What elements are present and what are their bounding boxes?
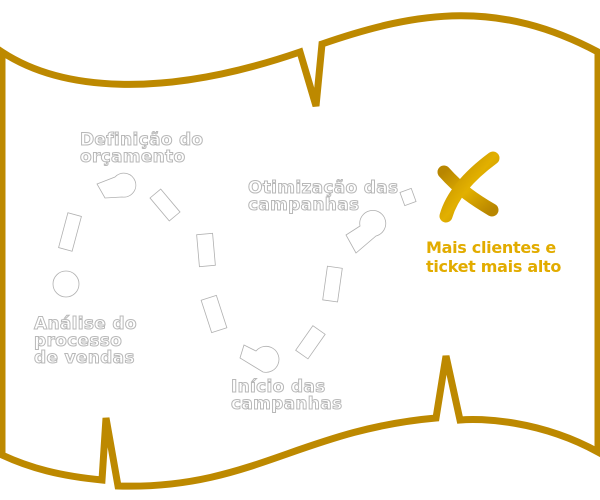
map-border <box>0 12 600 490</box>
svg-text:campanhas: campanhas <box>231 394 342 414</box>
svg-text:campanhas: campanhas <box>248 195 359 215</box>
dashed-route <box>52 172 417 373</box>
svg-text:Início das: Início das <box>231 377 326 397</box>
svg-text:de vendas: de vendas <box>34 348 135 368</box>
waypoint-marker <box>96 172 137 199</box>
svg-text:processo: processo <box>34 331 122 351</box>
step-otimizacao: Otimização das campanhas <box>248 178 399 216</box>
svg-text:Definição do: Definição do <box>80 130 203 150</box>
x-mark-icon <box>437 151 500 223</box>
step-analise: Análise do processo de vendas <box>34 314 138 369</box>
step-inicio: Início das campanhas <box>231 377 343 415</box>
goal-line-1: Mais clientes e <box>426 238 556 257</box>
svg-text:orçamento: orçamento <box>80 147 185 167</box>
svg-text:Otimização das: Otimização das <box>248 178 398 198</box>
start-point <box>52 270 80 298</box>
step-definicao: Definição do orçamento <box>80 130 204 168</box>
goal-line-2: ticket mais alto <box>426 257 562 276</box>
waypoint-marker <box>239 344 280 373</box>
goal-label: Mais clientes e ticket mais alto <box>426 238 561 276</box>
svg-text:Análise do: Análise do <box>34 314 137 334</box>
waypoint-marker <box>345 210 387 254</box>
